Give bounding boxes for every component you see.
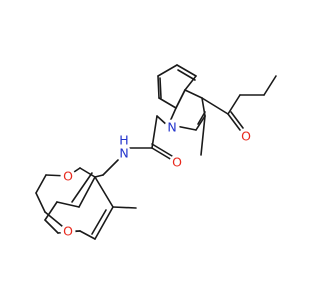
bond <box>78 176 96 208</box>
bond <box>35 174 47 194</box>
bond <box>151 143 173 157</box>
atom-labels: O O N H O N O <box>60 119 254 239</box>
bond <box>44 201 58 221</box>
amide-hydrogen-label: H <box>119 133 128 148</box>
bond <box>197 111 206 125</box>
amide-nitrogen-atom: N <box>116 145 132 161</box>
structure-svg: O O N H O N O <box>35 64 277 240</box>
bonds <box>35 64 277 240</box>
bond <box>79 230 96 240</box>
amide-hydrogen-atom: H <box>118 133 130 148</box>
bond <box>157 75 160 99</box>
bond <box>201 97 229 115</box>
bond <box>71 172 93 203</box>
bond <box>159 77 162 99</box>
oxygen-ring-top-atom: O <box>60 168 76 184</box>
bond <box>177 69 196 81</box>
bond <box>184 89 203 99</box>
bond <box>112 206 137 209</box>
bond <box>184 75 197 91</box>
bond <box>195 115 206 131</box>
bond <box>227 94 241 115</box>
molecule-diagram: O O N H O N O <box>35 64 277 240</box>
amide-oxygen-atom: O <box>169 154 185 170</box>
amide-oxygen-label: O <box>172 155 182 170</box>
bond <box>35 192 46 213</box>
bond <box>151 147 173 161</box>
bond <box>263 75 277 96</box>
ketone-oxygen-label: O <box>241 129 251 144</box>
ketone-oxygen-atom: O <box>238 128 254 144</box>
bond <box>91 209 107 235</box>
oxygen-ring-top-label: O <box>63 169 73 184</box>
bond <box>102 159 119 176</box>
bond <box>94 206 114 240</box>
oxygen-ring-bottom-label: O <box>63 224 73 239</box>
bond <box>200 115 206 156</box>
bond <box>94 174 104 178</box>
bond <box>201 97 206 117</box>
oxygen-ring-bottom-atom: O <box>60 223 76 239</box>
bond <box>176 64 197 77</box>
bond <box>79 167 96 178</box>
indole-nitrogen-atom: N <box>164 119 180 135</box>
bond <box>230 111 244 129</box>
bond <box>157 64 178 77</box>
indole-nitrogen-label: N <box>167 120 176 135</box>
bond <box>158 97 177 109</box>
amide-nitrogen-label: N <box>119 146 128 161</box>
bond <box>175 89 186 109</box>
bond <box>151 115 158 149</box>
bond <box>94 176 114 208</box>
bond <box>44 219 59 234</box>
bond <box>56 201 80 208</box>
bond <box>227 113 241 131</box>
